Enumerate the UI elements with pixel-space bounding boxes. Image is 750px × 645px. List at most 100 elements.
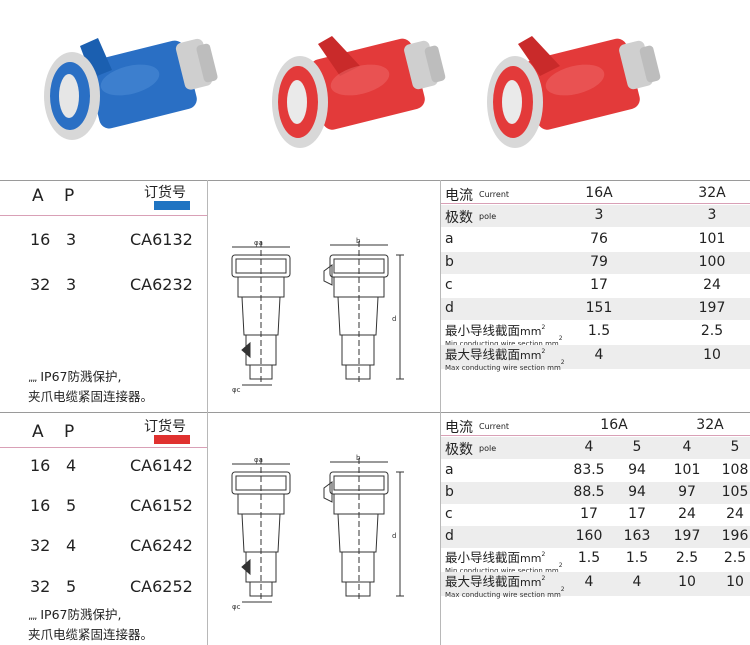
divider: [0, 412, 750, 413]
row-poles: 5: [66, 496, 77, 515]
dim-label-b: b: [356, 237, 361, 245]
spec-value: 3: [594, 207, 604, 223]
technical-drawing: φa b d φc: [231, 454, 404, 611]
divider: [207, 180, 208, 412]
spec-row-b: b 79 100: [441, 252, 750, 274]
header-p: P: [64, 186, 75, 206]
spec-value: 17: [580, 506, 598, 522]
note-bullet: „„: [28, 611, 37, 622]
spec-row-c: c 17 24: [441, 275, 750, 297]
row-order-code: CA6152: [130, 496, 193, 515]
spec-divider: [441, 435, 750, 436]
note-bullet: „„: [28, 373, 37, 384]
section-4-5pole: A P 订货号 16 4 CA6142 16 5 CA6152 32 4 CA6…: [0, 412, 750, 645]
section-3pole: A P 订货号 16 3 CA6132 32 3 CA6232 „„IP67防溅…: [0, 180, 750, 412]
row-amperage: 32: [30, 275, 51, 294]
note-line-2: 夹爪电缆紧固连接器。: [28, 389, 154, 404]
note-line-2: 夹爪电缆紧固连接器。: [28, 627, 154, 642]
dim-label-phi-c: φc: [232, 603, 241, 611]
spec-value: 3: [707, 207, 717, 223]
spec-value: 1.5: [625, 550, 649, 566]
row-order-code: CA6242: [130, 536, 193, 555]
header-a: A: [32, 186, 44, 206]
spec-label: a: [445, 462, 454, 478]
divider: [440, 412, 441, 645]
row-amperage: 32: [30, 536, 51, 555]
red-connector-image-2: [487, 36, 661, 148]
spec-row-min-section: 最小导线截面mm2 Min conducting wire section mm…: [441, 548, 750, 575]
header-underline: [0, 447, 207, 448]
spec-label-min-section: 最小导线截面mm2: [445, 550, 546, 565]
divider: [0, 180, 750, 181]
spec-value: 4: [594, 347, 604, 363]
dim-label-phi-a: φa: [254, 239, 263, 247]
spec-row-a: a 83.5 94 101 108: [441, 460, 750, 482]
row-order-code: CA6142: [130, 456, 193, 475]
spec-value: 76: [590, 231, 608, 247]
spec-label: a: [445, 231, 454, 247]
technical-drawing: φa b d φc: [231, 237, 404, 394]
spec-value: 5: [730, 439, 740, 455]
row-poles: 5: [66, 577, 77, 596]
spec-value: 197: [698, 300, 726, 316]
spec-value: 160: [575, 528, 603, 544]
header-a: A: [32, 422, 44, 442]
spec-value: 88.5: [573, 484, 605, 500]
row-amperage: 16: [30, 230, 51, 249]
spec-row-b: b 88.5 94 97 105: [441, 482, 750, 504]
spec-value: 79: [590, 254, 608, 270]
spec-label: c: [445, 506, 453, 522]
spec-value: 105: [721, 484, 749, 500]
spec-value: 10: [703, 347, 721, 363]
spec-value: 2.5: [675, 550, 699, 566]
color-swatch-red: [154, 435, 190, 444]
spec-value: 197: [673, 528, 701, 544]
dim-label-d: d: [392, 532, 396, 540]
spec-value: 4: [584, 439, 594, 455]
spec-value: 10: [678, 574, 696, 590]
spec-value: 4: [682, 439, 692, 455]
spec-row-max-section: 最大导线截面mm2 Max conducting wire section mm…: [441, 572, 750, 599]
spec-value: 163: [623, 528, 651, 544]
spec-value: 151: [585, 300, 613, 316]
spec-label-max-section: 最大导线截面mm2: [445, 347, 546, 362]
header-p: P: [64, 422, 75, 442]
spec-sublabel-max: Max conducting wire section mm2: [445, 586, 565, 599]
spec-value: 10: [726, 574, 744, 590]
spec-label-min-section: 最小导线截面mm2: [445, 323, 546, 338]
spec-value: 196: [721, 528, 749, 544]
spec-label: d: [445, 300, 454, 316]
spec-value: 24: [703, 277, 721, 293]
spec-row-min-section: 最小导线截面mm2 Min conducting wire section mm…: [441, 321, 750, 348]
spec-value: 16A: [600, 417, 628, 433]
spec-value: 16A: [585, 185, 613, 201]
spec-label: c: [445, 277, 453, 293]
row-poles: 3: [66, 230, 77, 249]
spec-value: 24: [726, 506, 744, 522]
spec-value: 32A: [698, 185, 726, 201]
spec-row-a: a 76 101: [441, 229, 750, 251]
dim-label-d: d: [392, 315, 396, 323]
row-amperage: 16: [30, 496, 51, 515]
spec-sublabel-min: Min conducting wire section mm2: [445, 335, 563, 348]
spec-sublabel-max: Max conducting wire section mm2: [445, 359, 565, 372]
spec-row-c: c 17 17 24 24: [441, 504, 750, 526]
spec-value: 101: [698, 231, 726, 247]
spec-value: 17: [628, 506, 646, 522]
product-photos: [0, 0, 750, 178]
connector-images: [44, 36, 661, 148]
note-line-1: IP67防溅保护,: [40, 607, 122, 622]
spec-value: 4: [632, 574, 642, 590]
spec-value: 24: [678, 506, 696, 522]
row-poles: 4: [66, 536, 77, 555]
spec-value: 1.5: [587, 323, 611, 339]
spec-value: 108: [721, 462, 749, 478]
row-order-code: CA6132: [130, 230, 193, 249]
dim-label-phi-a: φa: [254, 456, 263, 464]
